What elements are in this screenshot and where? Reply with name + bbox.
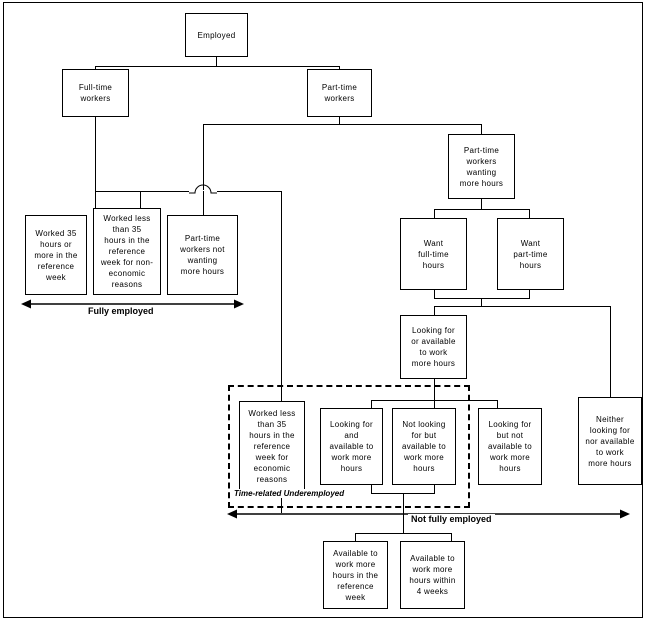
connector-to-avail-ref-week: [355, 533, 356, 541]
fully-employed-bracket-label: Fully employed: [85, 306, 157, 316]
connector-to-looking-and-avail: [371, 400, 372, 408]
connector-lookingavail-down: [434, 379, 435, 400]
fully-employed-arrow: [20, 297, 245, 309]
connector-to-neither: [610, 306, 611, 397]
connector-fully-bus-right: [217, 191, 281, 192]
connector-parttime-right-leg: [481, 124, 482, 134]
connector-to-looking-notavail: [497, 400, 498, 408]
connector-ptwanting-bus: [434, 209, 529, 210]
connector-bottom-stem: [403, 493, 404, 533]
diagram-outer-border: [3, 2, 643, 618]
connector-employed-down: [216, 57, 217, 66]
connector-to-pt-not-wanting: [203, 191, 204, 215]
connector-parttime-down: [339, 117, 340, 124]
connector-split-bus: [434, 306, 610, 307]
not-fully-employed-bracket-label: Not fully employed: [408, 514, 495, 524]
connector-fulltime-down: [95, 117, 96, 215]
connector-fully-bus-left: [95, 191, 189, 192]
time-related-underemployed-group: [228, 385, 470, 508]
connector-parttime-left-leg: [203, 124, 204, 190]
node-employed-label: Employed: [197, 30, 236, 40]
connector-lookandavail-down: [371, 485, 372, 493]
time-related-underemployed-label: Time-related Underemployed: [233, 489, 346, 498]
connector-want-merge-down: [481, 298, 482, 306]
connector-to-want-full: [434, 209, 435, 218]
connector-right-rail: [281, 191, 282, 513]
connector-to-avail-4-weeks: [451, 533, 452, 541]
connector-fully-bus-tick-left: [95, 191, 96, 215]
connector-notlookavail-down: [434, 485, 435, 493]
line-jump-bridge-icon: [188, 181, 218, 194]
connector-wantpart-down: [529, 290, 530, 298]
connector-employed-bus: [95, 66, 339, 67]
connector-want-merge-bus: [434, 298, 530, 299]
connector-to-want-part: [529, 209, 530, 218]
connector-ptwanting-down: [481, 199, 482, 209]
node-employed[interactable]: Employed: [185, 13, 248, 57]
connector-to-notlooking-avail: [434, 400, 435, 408]
connector-wantfull-down: [434, 290, 435, 298]
connector-final-bus: [355, 533, 451, 534]
connector-parttime-bus: [203, 124, 481, 125]
connector-fully-bus-tick-mid: [140, 191, 141, 215]
connector-to-worked-less-eco: [281, 375, 282, 408]
connector-to-looking-or-avail: [434, 306, 435, 315]
